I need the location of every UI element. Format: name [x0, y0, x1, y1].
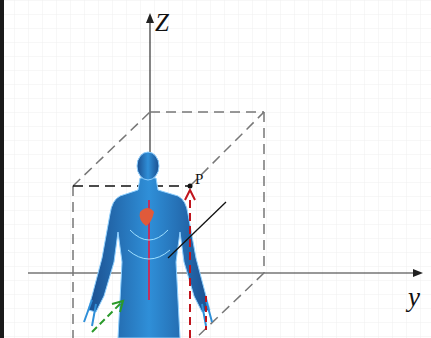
dashed-box	[73, 112, 264, 338]
x-vector	[168, 202, 226, 258]
point-p	[188, 184, 193, 189]
y-axis	[28, 272, 418, 273]
axis-label: y	[408, 284, 420, 311]
human-figure	[84, 152, 212, 338]
z-vector	[189, 198, 191, 338]
arrowhead	[185, 190, 195, 200]
green-vector	[92, 302, 122, 332]
arrowhead	[112, 301, 123, 312]
axis-label: Z	[155, 10, 169, 35]
z-vector-tick	[205, 296, 207, 330]
edge-bar	[0, 0, 4, 338]
point-label: P	[195, 172, 203, 187]
front-top-edge	[73, 185, 190, 187]
